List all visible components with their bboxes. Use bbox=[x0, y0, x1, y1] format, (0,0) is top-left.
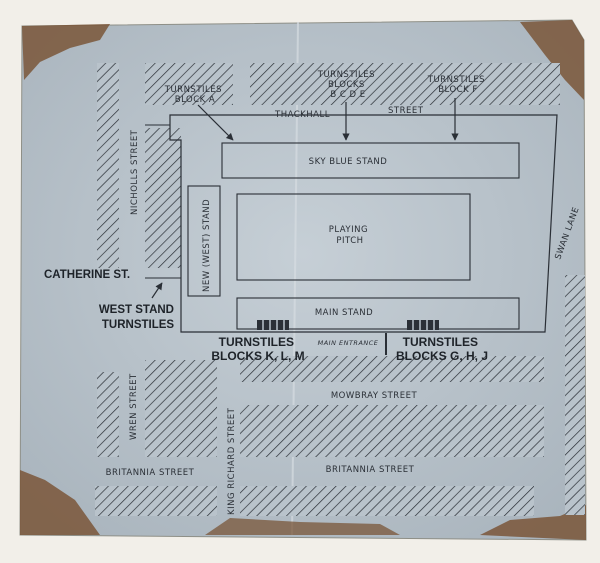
block-mowbray-north bbox=[240, 356, 544, 382]
label-king-richard-street: KING RICHARD STREET bbox=[227, 407, 237, 515]
label-turnstiles-bcde: TURNSTILES BLOCKS B C D E bbox=[317, 70, 378, 100]
ground-outline bbox=[169, 114, 558, 333]
turnstiles-ghj-marker bbox=[407, 320, 439, 330]
block-britannia-right bbox=[240, 486, 534, 516]
hatched-blocks bbox=[95, 63, 585, 516]
block-nicholls-west bbox=[97, 63, 119, 268]
label-turnstiles-f: TURNSTILES BLOCK F bbox=[427, 75, 488, 95]
playing-pitch bbox=[236, 193, 471, 281]
label-britannia-street-left: BRITANNIA STREET bbox=[106, 468, 195, 478]
block-top-left bbox=[145, 63, 233, 105]
block-swan-lane bbox=[565, 275, 585, 515]
block-mowbray-south bbox=[240, 405, 544, 457]
arrow-west-stand-turnstiles bbox=[151, 282, 163, 299]
label-main-entrance: MAIN ENTRANCE bbox=[318, 339, 379, 347]
arrow-turnstiles-a bbox=[197, 104, 234, 141]
label-main-stand: MAIN STAND bbox=[315, 308, 373, 318]
label-west-stand-turnstiles: WEST STAND TURNSTILES bbox=[99, 304, 177, 331]
label-turnstiles-a: TURNSTILES BLOCK A bbox=[164, 85, 225, 105]
label-sky-blue-stand: SKY BLUE STAND bbox=[309, 157, 388, 167]
label-turnstiles-klm: TURNSTILES BLOCKS K, L, M bbox=[211, 335, 304, 363]
turnstiles-klm-marker bbox=[257, 320, 289, 330]
stain-bottom-right bbox=[480, 505, 586, 540]
block-britannia-left bbox=[95, 486, 217, 516]
block-wren-right bbox=[145, 360, 217, 457]
label-nicholls-street: NICHOLLS STREET bbox=[130, 129, 140, 215]
label-thackhall-street: STREET bbox=[388, 106, 424, 116]
stain-top-right bbox=[520, 20, 584, 100]
label-wren-street: WREN STREET bbox=[129, 373, 139, 440]
label-new-west-stand: NEW (WEST) STAND bbox=[202, 199, 212, 292]
label-turnstiles-ghj: TURNSTILES BLOCKS G, H, J bbox=[396, 335, 488, 363]
label-catherine-st: CATHERINE ST. bbox=[44, 269, 130, 281]
label-britannia-street-right: BRITANNIA STREET bbox=[326, 465, 415, 475]
stain-bottom-left bbox=[20, 470, 100, 535]
label-thackhall: THACKHALL bbox=[274, 110, 330, 120]
main-stand bbox=[236, 297, 520, 330]
stain-bottom-mid bbox=[205, 518, 400, 535]
label-playing-pitch: PLAYING PITCH bbox=[329, 225, 372, 246]
new-west-stand bbox=[187, 185, 221, 297]
sky-blue-stand bbox=[221, 142, 520, 179]
block-top-right bbox=[250, 63, 560, 105]
stain-top-left bbox=[22, 24, 110, 80]
label-mowbray-street: MOWBRAY STREET bbox=[331, 391, 418, 401]
block-nicholls-east bbox=[145, 128, 181, 268]
block-wren-left bbox=[97, 372, 119, 457]
